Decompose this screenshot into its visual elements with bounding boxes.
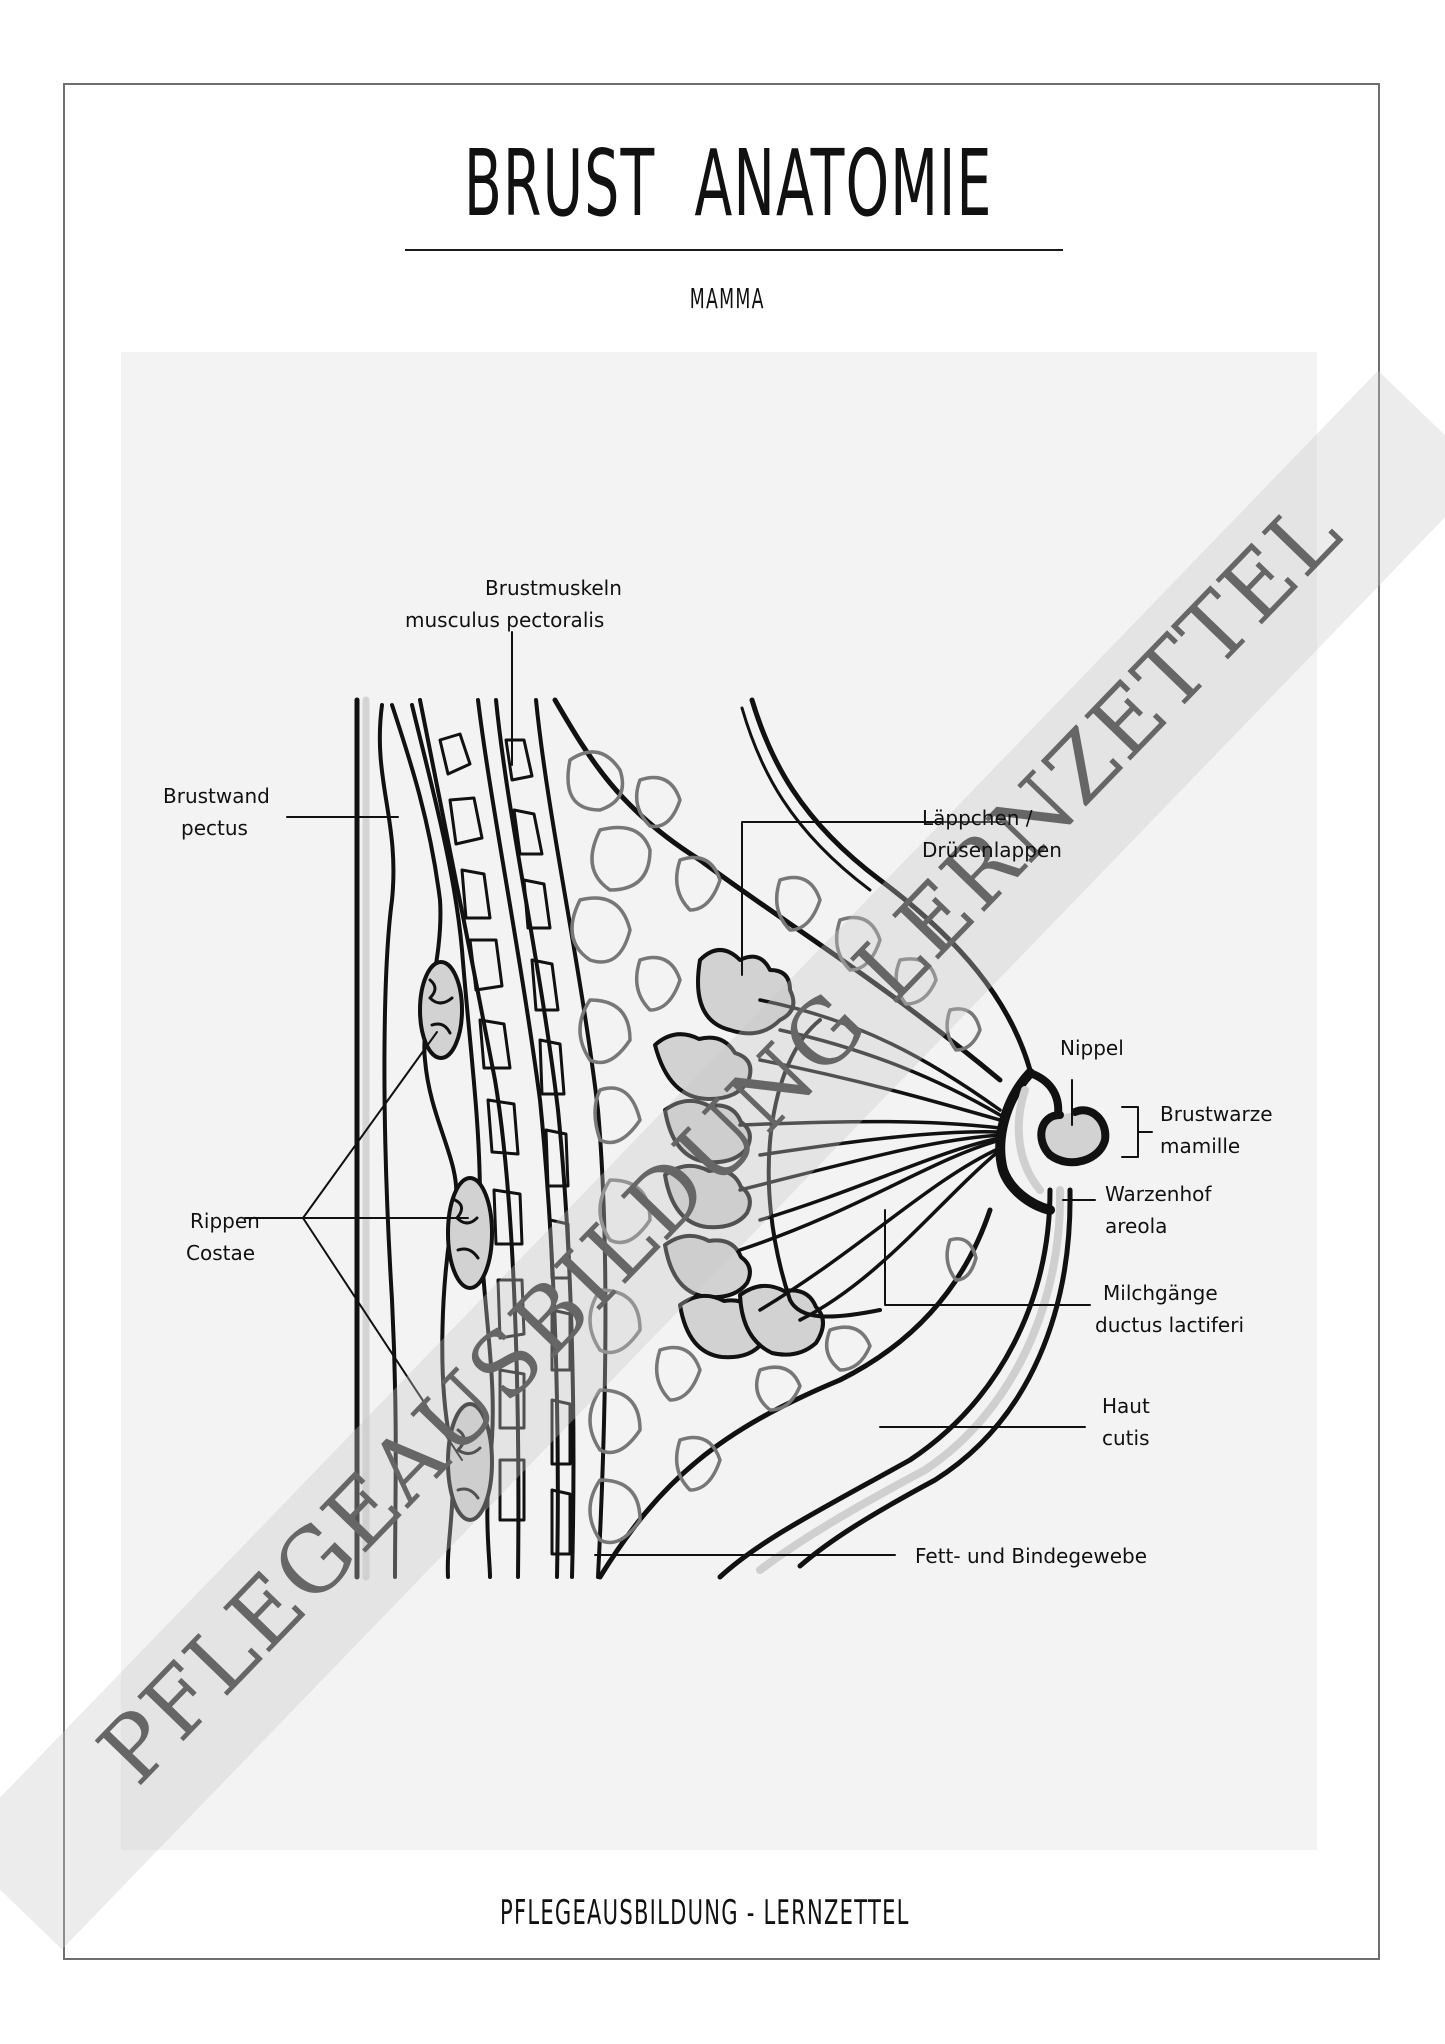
label-nipple: Nippel bbox=[1060, 1032, 1124, 1064]
breast-skin-outline bbox=[749, 697, 1033, 1073]
page-border bbox=[63, 83, 1380, 1960]
label-ducts-de: Milchgänge bbox=[1103, 1281, 1218, 1305]
label-mamilla: Brustwarze mamille bbox=[1160, 1098, 1273, 1162]
page-subtitle: MAMMA bbox=[689, 282, 765, 315]
label-chest-wall: Brustwand pectus bbox=[163, 780, 270, 844]
fat-tissue-icon bbox=[566, 750, 982, 1545]
leader-lines bbox=[244, 631, 1153, 1556]
diagram-panel bbox=[121, 352, 1317, 1850]
label-muscle: Brustmuskeln musculus pectoralis bbox=[405, 572, 622, 636]
label-chest-wall-lat: pectus bbox=[181, 816, 248, 840]
label-lobules: Läppchen / Drüsenlappen bbox=[922, 802, 1062, 866]
label-areola: Warzenhof areola bbox=[1105, 1178, 1211, 1242]
label-lobules-de: Läppchen / bbox=[922, 806, 1033, 830]
label-mamilla-lat: mamille bbox=[1160, 1134, 1241, 1158]
label-chest-wall-de: Brustwand bbox=[163, 784, 270, 808]
label-areola-lat: areola bbox=[1105, 1214, 1168, 1238]
label-areola-de: Warzenhof bbox=[1105, 1182, 1212, 1206]
nipple-icon bbox=[995, 1068, 1110, 1215]
label-nipple-de: Nippel bbox=[1060, 1036, 1124, 1060]
pectoral-muscle-icon bbox=[418, 698, 608, 1579]
label-ribs-lat: Costae bbox=[186, 1241, 256, 1265]
label-skin-lat: cutis bbox=[1102, 1426, 1150, 1450]
label-mamilla-de: Brustwarze bbox=[1160, 1102, 1273, 1126]
label-ribs-de: Rippen bbox=[190, 1209, 260, 1233]
milk-duct-icon bbox=[738, 998, 1002, 1322]
label-skin: Haut cutis bbox=[1102, 1390, 1150, 1454]
label-muscle-lat: musculus pectoralis bbox=[405, 608, 605, 632]
gland-lobule-icon bbox=[653, 948, 825, 1360]
title-underline bbox=[405, 249, 1063, 251]
footer-text: PFLEGEAUSBILDUNG - LERNZETTEL bbox=[500, 1893, 910, 1933]
label-muscle-de: Brustmuskeln bbox=[485, 576, 622, 600]
label-ducts: Milchgänge ductus lactiferi bbox=[1095, 1277, 1244, 1341]
label-fat-de: Fett- und Bindegewebe bbox=[915, 1544, 1147, 1568]
label-ribs: Rippen Costae bbox=[186, 1205, 260, 1269]
page-title: BRUST ANATOMIE bbox=[463, 130, 993, 237]
label-skin-de: Haut bbox=[1102, 1394, 1150, 1418]
label-ducts-lat: ductus lactiferi bbox=[1095, 1313, 1244, 1337]
breast-lower-outline bbox=[717, 1187, 1053, 1580]
label-fat: Fett- und Bindegewebe bbox=[915, 1540, 1147, 1572]
label-lobules-alt: Drüsenlappen bbox=[922, 838, 1062, 862]
